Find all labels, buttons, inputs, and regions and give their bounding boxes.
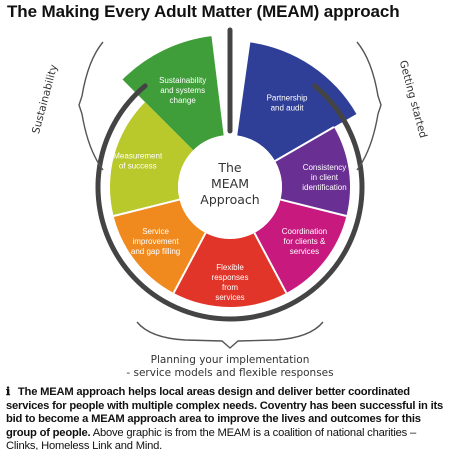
sustainability-side-label: Sustainability bbox=[30, 63, 60, 135]
information-icon: ℹ bbox=[6, 386, 11, 398]
caption-plain-text: Above graphic is from the MEAM is a coal… bbox=[6, 426, 416, 450]
center-label-line-2: MEAM bbox=[211, 176, 249, 191]
segment-7-label-line-1: Measurement bbox=[113, 152, 163, 161]
segment-3-label-line-3: identification bbox=[302, 183, 346, 192]
segment-3-label-line-1: Consistency bbox=[303, 163, 347, 172]
bottom-bracket bbox=[136, 321, 324, 349]
segment-dividers bbox=[113, 126, 347, 294]
segment-5-label-line-1: Flexible bbox=[216, 263, 244, 272]
segment-4-label-line-3: services bbox=[290, 247, 319, 256]
segment-6-label-line-3: and gap filling bbox=[131, 247, 180, 256]
wheel-segment-4 bbox=[254, 199, 347, 293]
center-label-line-3: Approach bbox=[200, 192, 259, 207]
outer-ring bbox=[95, 83, 365, 322]
left-bracket bbox=[78, 41, 104, 171]
center-circle bbox=[178, 135, 282, 239]
segment-divider-5 bbox=[172, 232, 207, 294]
segment-5-label-line-4: services bbox=[215, 293, 244, 302]
segment-1-label-line-1: Sustainability bbox=[159, 76, 206, 85]
planning-label-line-2: - service models and flexible responses bbox=[126, 367, 333, 379]
segment-6-label-line-1: Service bbox=[142, 227, 169, 236]
wheel-segment-7 bbox=[110, 102, 194, 217]
wheel-segment-1 bbox=[122, 36, 224, 151]
segment-divider-4 bbox=[253, 232, 288, 294]
segment-1-label-line-2: and systems bbox=[160, 86, 205, 95]
segment-4-label-line-2: for clients & bbox=[284, 237, 326, 246]
wheel-segment-2 bbox=[237, 42, 357, 161]
segment-divider-3 bbox=[280, 198, 347, 218]
segment-1-label-line-3: change bbox=[170, 96, 197, 105]
segment-2-label-line-2: and audit bbox=[271, 103, 305, 112]
segment-5-label-line-2: responses bbox=[212, 273, 249, 282]
segment-3-label-line-2: in client bbox=[311, 173, 339, 182]
caption-bold-text: The MEAM approach helps local areas desi… bbox=[6, 386, 444, 439]
segment-6-label-line-2: improvement bbox=[132, 237, 179, 246]
getting-started-side-label: Getting started bbox=[397, 59, 429, 139]
wheel-segment-6 bbox=[113, 199, 206, 293]
segment-7-label-line-2: of success bbox=[119, 162, 157, 171]
segment-4-label-line-1: Coordination bbox=[282, 227, 327, 236]
page-title: The Making Every Adult Matter (MEAM) app… bbox=[7, 2, 400, 21]
caption: ℹ The MEAM approach helps local areas de… bbox=[6, 386, 446, 450]
right-bracket bbox=[356, 41, 382, 171]
center-label-line-1: The bbox=[217, 160, 242, 175]
segment-divider-2 bbox=[274, 126, 335, 162]
segment-divider-6 bbox=[113, 198, 180, 218]
wheel-segments bbox=[110, 36, 357, 307]
segment-2-label-line-1: Partnership bbox=[267, 93, 308, 102]
wheel-segment-5 bbox=[173, 232, 287, 307]
planning-label-line-1: Planning your implementation bbox=[151, 354, 310, 366]
segment-5-label-line-3: from bbox=[222, 283, 238, 292]
wheel-segment-3 bbox=[275, 127, 350, 217]
